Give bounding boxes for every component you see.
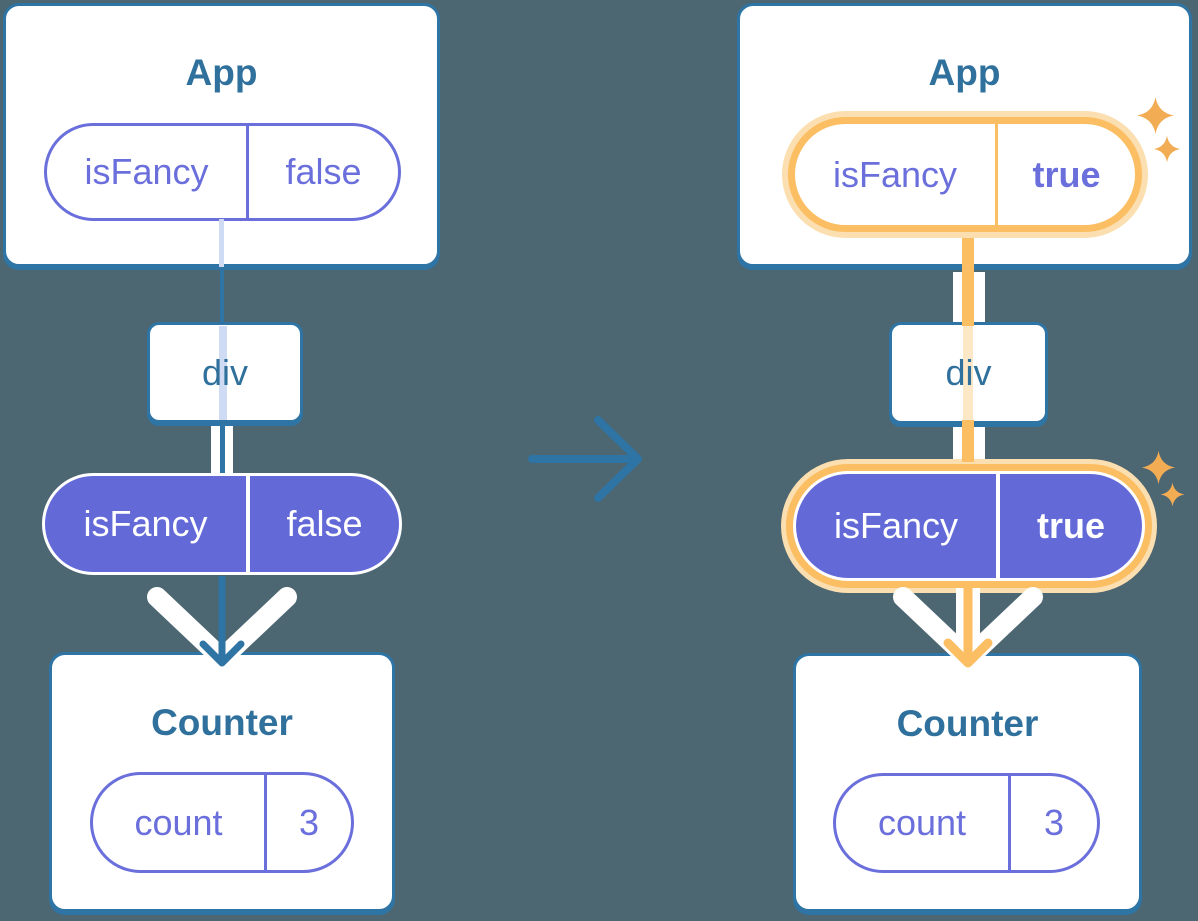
before-app-prop-pill: isFancy false (44, 123, 401, 221)
before-state-pill: count 3 (90, 772, 354, 873)
pill-divider (1008, 776, 1011, 870)
after-passed-prop-pill: isFancy true (786, 464, 1152, 588)
before-passed-prop-pill: isFancy false (42, 473, 402, 575)
pale-prop-line (219, 219, 224, 267)
transition-arrow-icon (528, 416, 642, 502)
state-name: count (134, 801, 223, 843)
sparkle-icon (1141, 450, 1176, 485)
prop-value: true (1032, 153, 1101, 195)
after-state-pill: count 3 (833, 773, 1100, 873)
state-value: 3 (1043, 802, 1065, 843)
pill-divider (246, 126, 249, 218)
prop-name: isFancy (84, 151, 209, 192)
pale-prop-line (963, 326, 973, 421)
prop-name: isFancy (833, 505, 959, 546)
state-name: count (877, 802, 967, 843)
after-counter-title: Counter (896, 703, 1039, 744)
pill-divider (246, 476, 250, 572)
pale-prop-line (219, 326, 227, 420)
sparkle-icon (1136, 96, 1175, 135)
before-div-label: div (201, 351, 249, 393)
prop-pass-arrow-icon (893, 587, 1043, 668)
prop-pass-arrow-icon (147, 576, 297, 667)
pill-divider (264, 775, 267, 870)
state-value: 3 (298, 801, 320, 843)
pill-divider (996, 474, 1000, 578)
prop-value: true (1036, 505, 1105, 546)
app-to-div-line (220, 268, 224, 322)
before-counter-title: Counter (151, 702, 293, 743)
prop-name: isFancy (832, 153, 958, 195)
highlight-prop-line (962, 420, 974, 462)
pill-divider (995, 124, 998, 225)
after-app-title: App (928, 52, 1001, 93)
prop-value: false (285, 151, 362, 192)
after-div-label: div (945, 352, 992, 393)
prop-name: isFancy (83, 503, 208, 544)
after-app-prop-pill: isFancy true (788, 117, 1142, 232)
highlight-prop-line (962, 238, 974, 326)
prop-value: false (286, 503, 363, 544)
prop-pass-line (220, 423, 225, 473)
sparkle-icon (1160, 482, 1185, 507)
sparkle-icon (1153, 135, 1181, 163)
before-app-title: App (185, 52, 258, 93)
